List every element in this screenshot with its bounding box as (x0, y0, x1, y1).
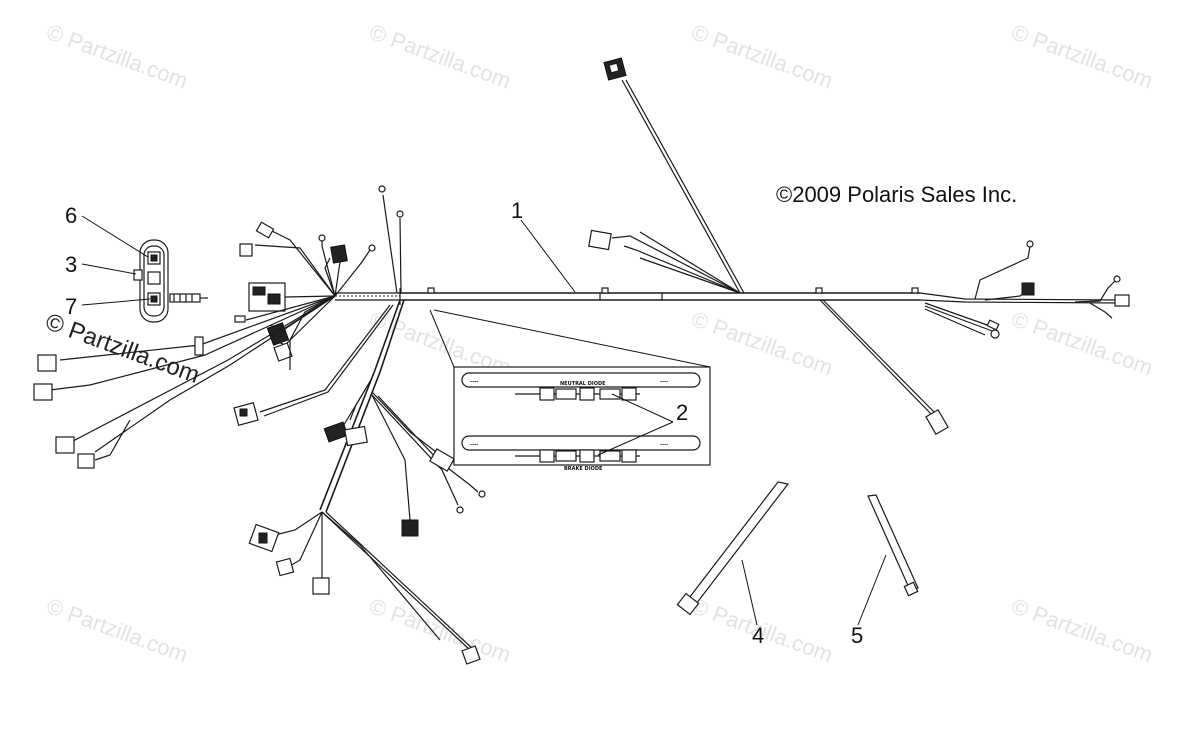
watermark: © Partzilla.com (43, 19, 191, 93)
callout-1: 1 (511, 198, 523, 223)
callout-4: 4 (752, 623, 764, 648)
callout-2: 2 (676, 400, 688, 425)
watermark: © Partzilla.com (1008, 306, 1156, 380)
left-branches (33, 185, 404, 469)
svg-text:----: ---- (470, 379, 478, 385)
inset-box (453, 366, 711, 466)
svg-text:----: ---- (470, 442, 478, 448)
neutral-diode-label: NEUTRAL DIODE (560, 381, 606, 387)
watermark-group: © Partzilla.com © Partzilla.com © Partzi… (42, 19, 1156, 667)
callout-6: 6 (65, 203, 77, 228)
watermark: © Partzilla.com (1008, 593, 1156, 667)
callout-5: 5 (851, 623, 863, 648)
watermark: © Partzilla.com (43, 593, 191, 667)
top-branches (588, 57, 949, 435)
watermark: © Partzilla.com (366, 593, 514, 667)
watermark: © Partzilla.com (366, 19, 514, 93)
diode-inset: NEUTRAL DIODE BRAKE DIODE ---- ---- ----… (429, 309, 711, 472)
cable-ties (676, 481, 919, 616)
main-harness (335, 240, 1130, 339)
leader-lines (81, 215, 887, 626)
svg-text:----: ---- (660, 442, 668, 448)
callouts: 1 2 3 4 5 6 7 (65, 198, 863, 648)
svg-text:----: ---- (660, 379, 668, 385)
callout-7: 7 (65, 294, 77, 319)
watermark: © Partzilla.com (688, 19, 836, 93)
watermark: © Partzilla.com (1008, 19, 1156, 93)
callout-3: 3 (65, 252, 77, 277)
switch-assembly (133, 239, 208, 323)
brake-diode-label: BRAKE DIODE (564, 466, 603, 472)
copyright-text: ©2009 Polaris Sales Inc. (776, 182, 1017, 207)
lower-harness (248, 299, 486, 665)
